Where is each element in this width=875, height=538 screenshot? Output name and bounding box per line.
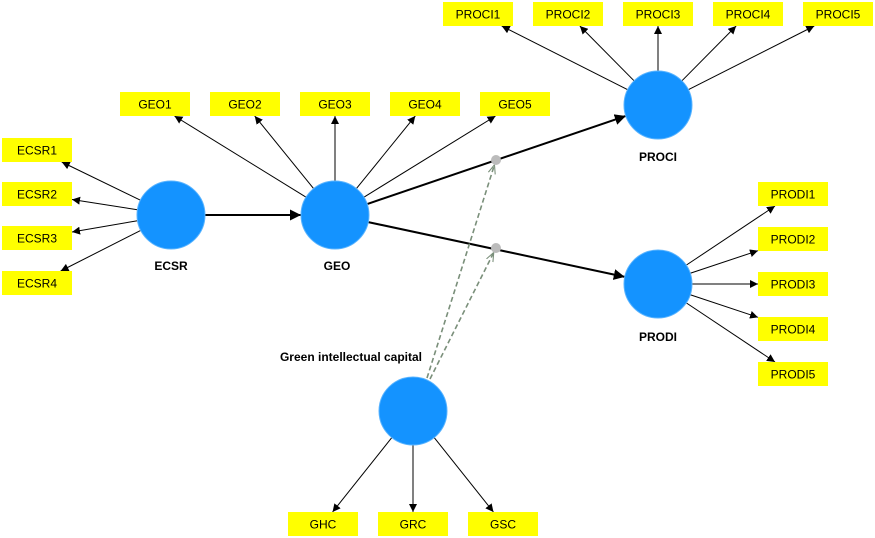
loading-arrow-geo5 (363, 115, 496, 198)
construct-prodi[interactable] (623, 249, 693, 319)
construct-proci[interactable] (623, 70, 693, 140)
indicator-grc[interactable] (378, 512, 448, 536)
indicator-ecsr2[interactable] (2, 182, 72, 206)
loading-arrow-proci1 (501, 25, 628, 91)
loading-arrow-ecsr3 (71, 220, 138, 235)
indicator-label-prodi1: PRODI1 (771, 188, 816, 202)
indicator-label-prodi2: PRODI2 (771, 233, 816, 247)
indicator-proci5[interactable] (803, 2, 873, 26)
loading-arrow-geo2 (254, 115, 314, 189)
indicator-label-proci5: PROCI5 (816, 8, 861, 22)
indicator-label-geo1: GEO1 (138, 98, 172, 112)
moderation-arrow-geo-prodi (429, 252, 495, 380)
construct-gic[interactable] (378, 376, 448, 446)
indicator-label-ecsr3: ECSR3 (17, 232, 57, 246)
indicator-label-prodi4: PRODI4 (771, 323, 816, 337)
loading-arrow-prodi2 (690, 249, 759, 274)
indicator-label-gsc: GSC (490, 518, 516, 532)
indicator-proci4[interactable] (713, 2, 783, 26)
construct-label-gic: Green intellectual capital (280, 350, 422, 364)
loading-arrow-ecsr1 (61, 161, 141, 201)
indicator-geo2[interactable] (210, 92, 280, 116)
indicator-label-proci2: PROCI2 (546, 8, 591, 22)
loading-arrow-ecsr2 (71, 196, 138, 211)
loading-arrow-prodi4 (690, 294, 759, 319)
moderation-point-geo-proci (491, 155, 501, 165)
indicator-ghc[interactable] (288, 512, 358, 536)
indicator-label-geo2: GEO2 (228, 98, 262, 112)
indicator-prodi4[interactable] (758, 317, 828, 341)
indicator-proci2[interactable] (533, 2, 603, 26)
indicator-geo4[interactable] (390, 92, 460, 116)
loading-arrow-ecsr4 (60, 229, 141, 272)
indicator-label-proci4: PROCI4 (726, 8, 771, 22)
indicator-label-proci1: PROCI1 (456, 8, 501, 22)
loading-arrow-prodi1 (686, 205, 776, 266)
connections-layer (60, 25, 815, 513)
indicator-label-proci3: PROCI3 (636, 8, 681, 22)
indicator-label-geo4: GEO4 (408, 98, 442, 112)
indicator-prodi2[interactable] (758, 227, 828, 251)
indicator-geo5[interactable] (480, 92, 550, 116)
loading-arrow-proci2 (579, 25, 635, 82)
loading-arrow-prodi5 (686, 302, 776, 363)
loading-arrow-gsc (433, 437, 494, 513)
indicator-ecsr3[interactable] (2, 226, 72, 250)
indicator-label-ecsr4: ECSR4 (17, 277, 57, 291)
indicator-prodi3[interactable] (758, 272, 828, 296)
moderation-arrow-geo-proci (426, 165, 494, 379)
indicator-ecsr4[interactable] (2, 271, 72, 295)
construct-label-prodi: PRODI (639, 330, 677, 344)
indicator-label-ghc: GHC (310, 518, 337, 532)
construct-geo[interactable] (300, 180, 370, 250)
loading-arrow-proci5 (688, 25, 815, 91)
loading-arrow-geo4 (356, 115, 416, 189)
loading-arrow-proci4 (681, 25, 737, 82)
loading-arrow-geo1 (174, 115, 307, 198)
indicator-geo3[interactable] (300, 92, 370, 116)
indicator-proci3[interactable] (623, 2, 693, 26)
loading-arrow-ghc (332, 437, 393, 513)
indicator-label-ecsr2: ECSR2 (17, 188, 57, 202)
indicator-ecsr1[interactable] (2, 138, 72, 162)
indicator-geo1[interactable] (120, 92, 190, 116)
indicator-prodi5[interactable] (758, 362, 828, 386)
indicator-label-prodi5: PRODI5 (771, 368, 816, 382)
indicator-label-grc: GRC (400, 518, 427, 532)
construct-ecsr[interactable] (136, 180, 206, 250)
indicator-gsc[interactable] (468, 512, 538, 536)
indicator-prodi1[interactable] (758, 182, 828, 206)
indicator-label-prodi3: PRODI3 (771, 278, 816, 292)
indicator-proci1[interactable] (443, 2, 513, 26)
construct-label-proci: PROCI (639, 150, 677, 164)
indicator-label-geo3: GEO3 (318, 98, 352, 112)
indicator-label-ecsr1: ECSR1 (17, 144, 57, 158)
moderation-point-geo-prodi (491, 243, 501, 253)
construct-label-ecsr: ECSR (154, 259, 188, 273)
indicator-label-geo5: GEO5 (498, 98, 532, 112)
construct-label-geo: GEO (324, 259, 351, 273)
